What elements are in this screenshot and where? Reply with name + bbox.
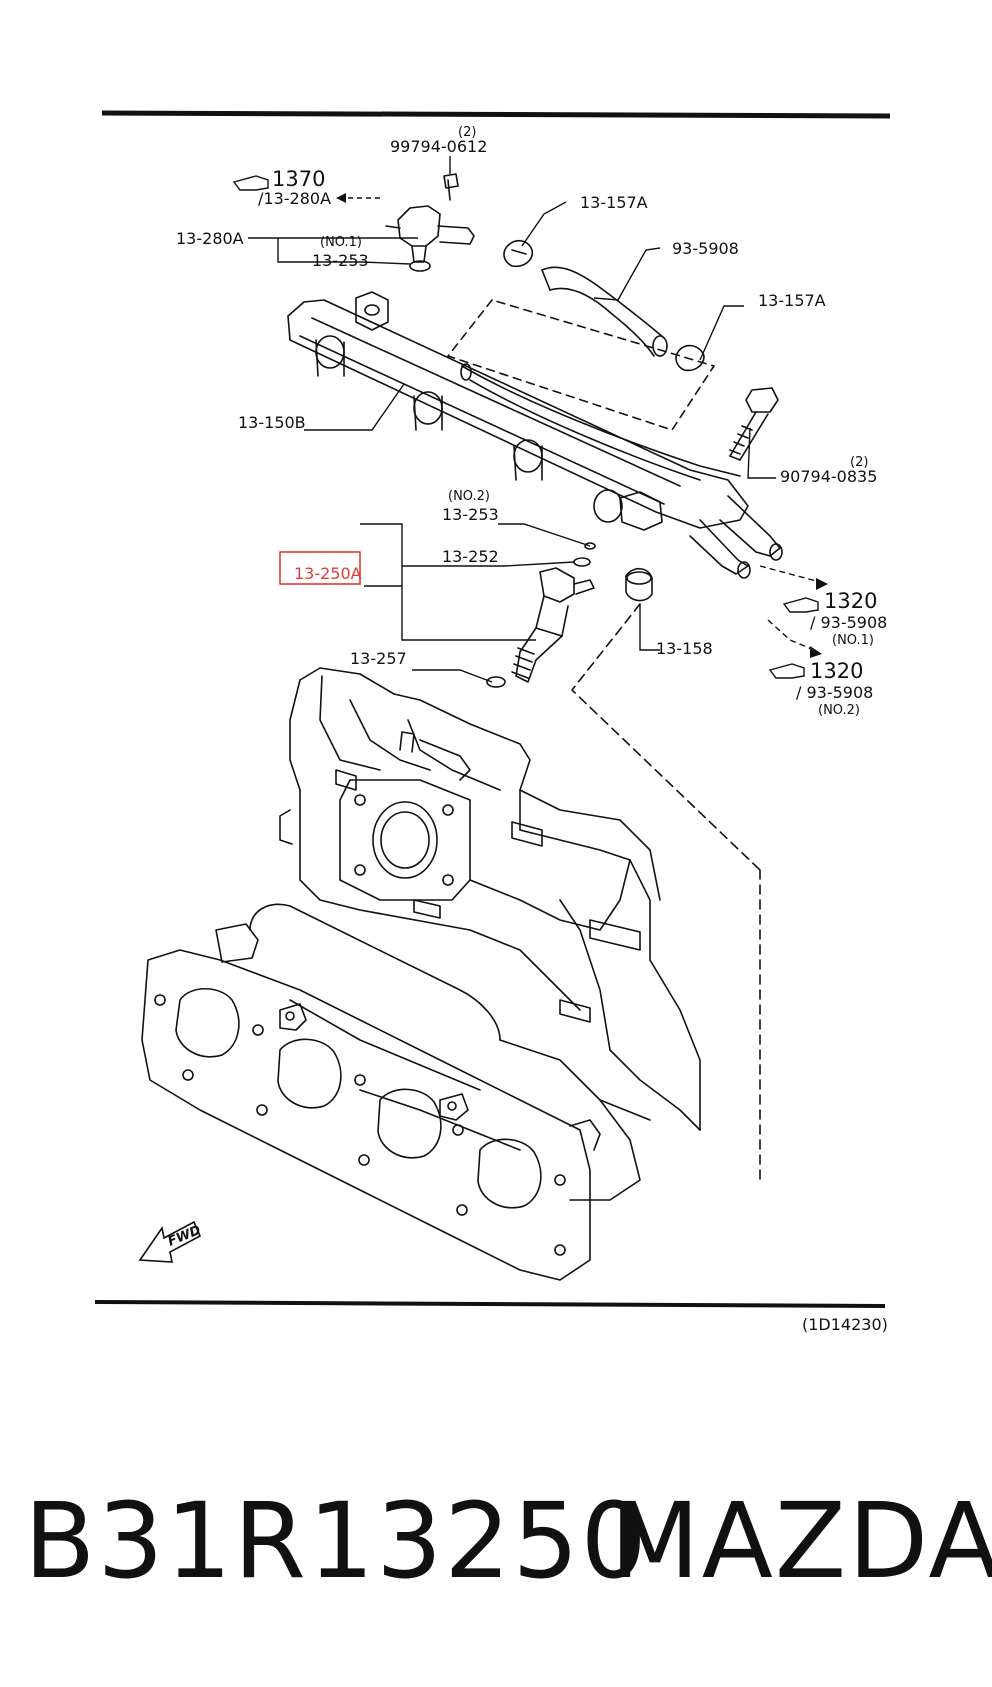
diagram-code: (1D14230) bbox=[802, 1315, 888, 1334]
label-93-5908[interactable]: 93-5908 bbox=[672, 239, 739, 258]
bottom-rule bbox=[94, 1300, 886, 1308]
label-bolt-qty: (2) bbox=[850, 455, 868, 470]
label-13-157A-b[interactable]: 13-157A bbox=[758, 291, 826, 310]
label-see-1320-b-no: (NO.2) bbox=[818, 703, 860, 718]
highlight-box[interactable] bbox=[279, 551, 361, 585]
label-13-150B[interactable]: 13-150B bbox=[238, 413, 306, 432]
label-13-257[interactable]: 13-257 bbox=[350, 649, 407, 668]
label-see-1320-b[interactable]: 1320 bbox=[810, 659, 863, 683]
label-13-252[interactable]: 13-252 bbox=[442, 547, 499, 566]
label-90794-0835[interactable]: 90794-0835 bbox=[780, 467, 877, 486]
label-13-158[interactable]: 13-158 bbox=[656, 639, 713, 658]
labels: (2) 99794-0612 1370 /13-280A 13-280A (NO… bbox=[176, 125, 888, 1334]
brand-name: MAZDA bbox=[610, 1480, 992, 1602]
label-see-1370-sub: /13-280A bbox=[258, 189, 331, 208]
label-see-1320-a-no: (NO.1) bbox=[832, 633, 874, 648]
hand-pointer-icon bbox=[232, 175, 819, 679]
label-no2-mid: (NO.2) bbox=[448, 489, 490, 504]
part-number: B31R13250 bbox=[24, 1480, 649, 1602]
label-13-280A[interactable]: 13-280A bbox=[176, 229, 244, 248]
top-rule bbox=[101, 110, 891, 119]
label-13-250A[interactable]: 13-250A bbox=[294, 564, 362, 583]
arrow-heads bbox=[336, 193, 828, 658]
label-13-253-mid[interactable]: 13-253 bbox=[442, 505, 499, 524]
label-13-253-top[interactable]: 13-253 bbox=[312, 251, 369, 270]
label-no1-top: (NO.1) bbox=[320, 235, 362, 250]
label-99794-0612[interactable]: 99794-0612 bbox=[390, 137, 487, 156]
leader-lines bbox=[248, 156, 821, 683]
part-title: B31R13250 MAZDA bbox=[0, 1480, 992, 1602]
label-13-157A-a[interactable]: 13-157A bbox=[580, 193, 648, 212]
label-see-1320-b-sub: / 93-5908 bbox=[796, 683, 873, 702]
label-see-1370[interactable]: 1370 bbox=[272, 167, 325, 191]
drawing-lines bbox=[141, 173, 783, 1281]
label-see-1320-a[interactable]: 1320 bbox=[824, 589, 877, 613]
label-see-1320-a-sub: / 93-5908 bbox=[810, 613, 887, 632]
label-ref-top-qty: (2) bbox=[458, 125, 476, 140]
fwd-arrow-icon bbox=[138, 1220, 202, 1263]
